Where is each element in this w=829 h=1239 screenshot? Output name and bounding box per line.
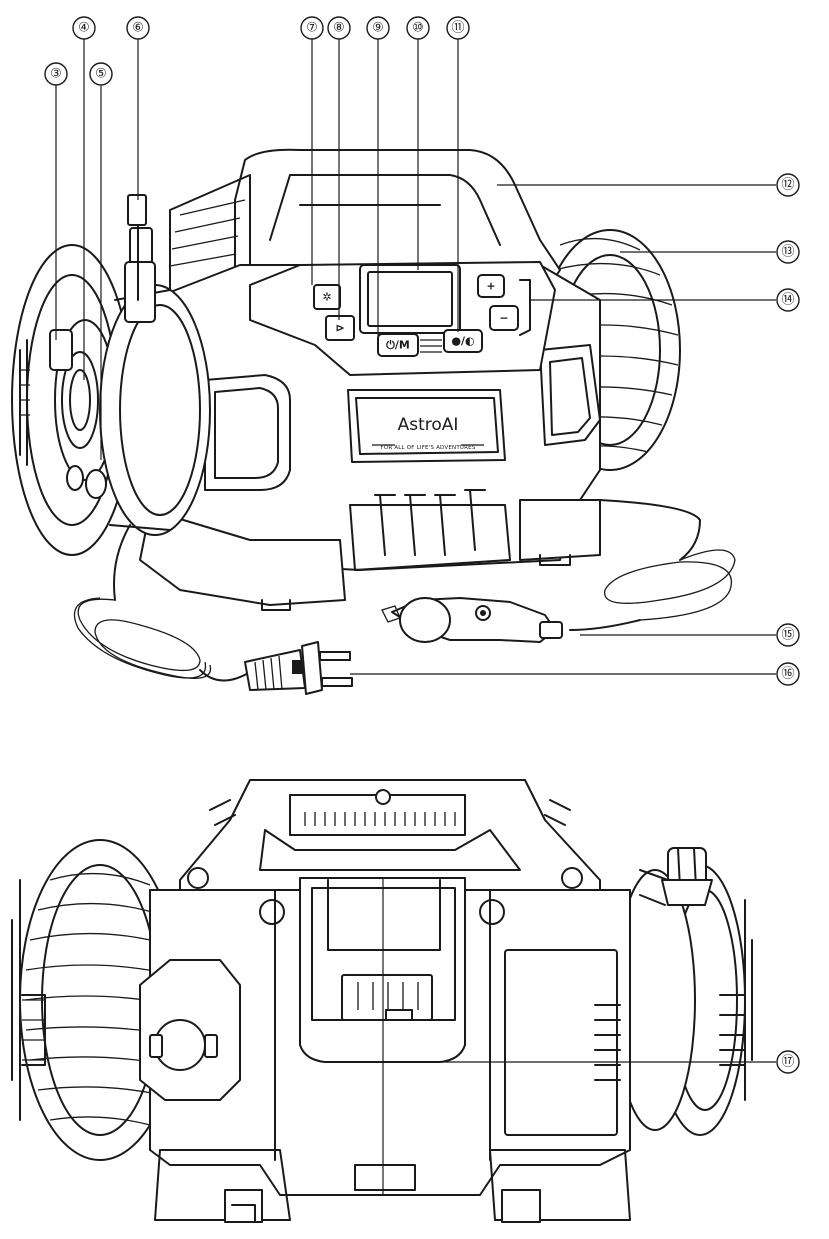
ac-cord-coil [73, 597, 251, 682]
svg-text:⑪: ⑪ [451, 21, 464, 36]
callout-8: ⑧ [327, 16, 351, 40]
play-icon: ⊳ [335, 322, 344, 335]
play-button[interactable]: ⊳ [325, 315, 355, 341]
power-mode-label: ⏻/M [386, 339, 410, 352]
light-button[interactable]: ✲ [313, 284, 341, 310]
callout-5: ⑤ [89, 62, 113, 86]
minus-button[interactable]: − [489, 305, 519, 331]
power-mode-button[interactable]: ⏻/M [377, 333, 419, 357]
unit-button[interactable]: ●/◐ [443, 329, 483, 353]
callout-17: ⑰ [776, 1050, 800, 1074]
callout-15: ⑮ [776, 623, 800, 647]
callout-11: ⑪ [446, 16, 470, 40]
brand-logo: AstroAI [398, 415, 459, 435]
back-right-reel [614, 847, 753, 1136]
callout-12: ⑫ [776, 173, 800, 197]
callout-6: ⑥ [126, 16, 150, 40]
callout-9: ⑨ [366, 16, 390, 40]
callout-16: ⑯ [776, 662, 800, 686]
svg-text:⑥: ⑥ [132, 21, 144, 36]
left-reel [11, 244, 211, 556]
svg-text:⑬: ⑬ [781, 245, 794, 260]
callout-3: ③ [44, 62, 68, 86]
callout-14: ⑭ [776, 288, 800, 312]
plus-button[interactable]: + [477, 274, 505, 298]
back-view [11, 779, 753, 1223]
front-view: ✲ ⊳ ⏻/M ●/◐ + − Ast [11, 148, 736, 695]
callouts: ③ ④ ⑤ ⑥ ⑦ ⑧ ⑨ ⑩ [44, 16, 800, 1074]
minus-label: − [499, 312, 508, 325]
svg-text:⑯: ⑯ [781, 667, 794, 682]
callout-10: ⑩ [406, 16, 430, 40]
svg-text:③: ③ [50, 67, 62, 82]
svg-text:⑮: ⑮ [781, 628, 794, 643]
brand-tagline: FOR ALL OF LIFE'S ADVENTURES [380, 445, 475, 451]
svg-text:⑩: ⑩ [412, 21, 424, 36]
callout-13: ⑬ [776, 240, 800, 264]
dc-cord-coil [569, 549, 736, 631]
callout-4: ④ [72, 16, 96, 40]
plus-label: + [486, 280, 495, 293]
svg-text:⑫: ⑫ [781, 178, 794, 193]
svg-text:④: ④ [78, 21, 90, 36]
brand-plate: AstroAI FOR ALL OF LIFE'S ADVENTURES [347, 389, 506, 463]
svg-text:⑰: ⑰ [781, 1055, 794, 1070]
light-icon: ✲ [322, 291, 331, 304]
car-plug [381, 597, 563, 643]
callout-7: ⑦ [300, 16, 324, 40]
display-screen [359, 264, 461, 334]
svg-text:⑦: ⑦ [306, 21, 318, 36]
svg-text:⑧: ⑧ [333, 21, 345, 36]
air-chuck [124, 194, 156, 323]
unit-label: ●/◐ [451, 335, 474, 348]
svg-text:⑨: ⑨ [372, 21, 384, 36]
ac-plug [244, 641, 353, 695]
svg-text:⑭: ⑭ [781, 293, 794, 308]
svg-text:⑤: ⑤ [95, 67, 107, 82]
